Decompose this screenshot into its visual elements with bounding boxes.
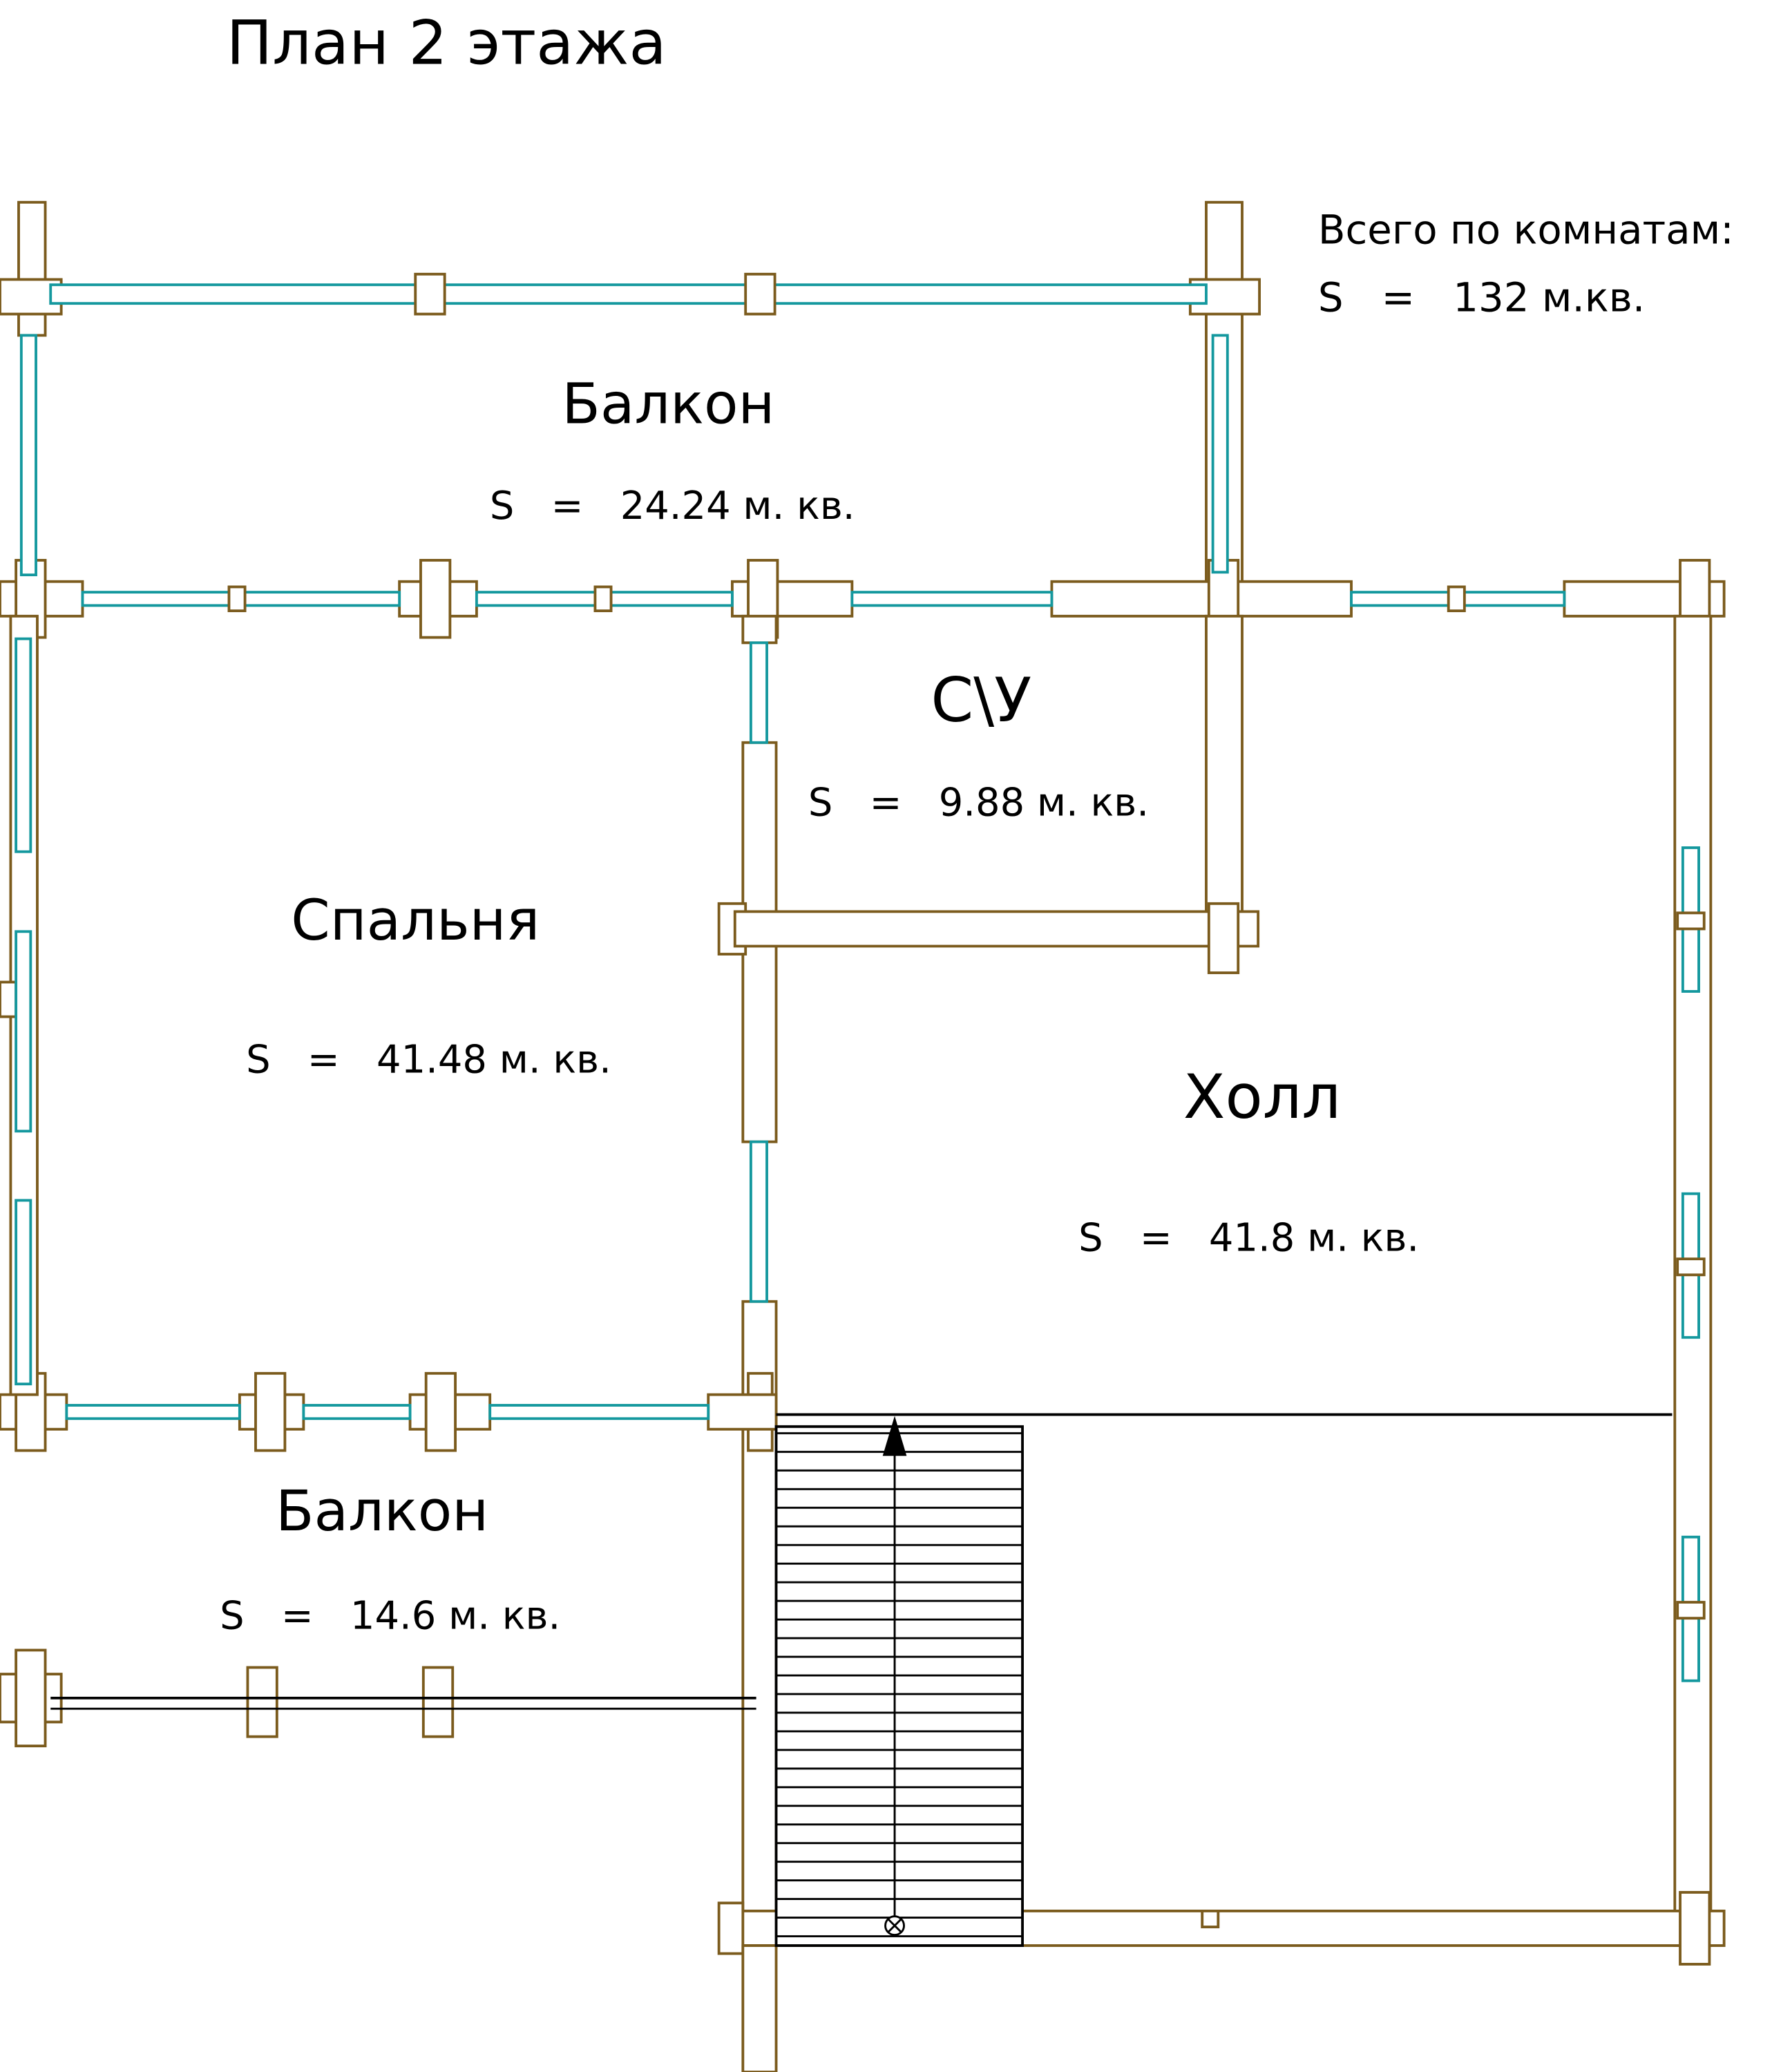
room-label-balcony-bottom: Балкон <box>276 1479 488 1544</box>
room-area-balcony-top: S = 24.24 м. кв. <box>490 484 855 529</box>
log-end <box>1207 902 1240 974</box>
wall-segment <box>1050 580 1353 618</box>
log-end <box>0 980 18 1018</box>
room-area-hall: S = 41.8 м. кв. <box>1078 1216 1419 1261</box>
log-end <box>421 1666 455 1738</box>
window-mullion <box>1676 1601 1706 1620</box>
log-end <box>15 1648 47 1748</box>
staircase-treads <box>774 1425 1024 1947</box>
window <box>1211 334 1229 574</box>
window <box>488 1404 710 1420</box>
room-label-bathroom: С\У <box>931 665 1031 736</box>
page-title: План 2 этажа <box>227 7 667 78</box>
window <box>850 591 1054 607</box>
log-end <box>254 1371 287 1452</box>
stair-start-symbol <box>887 1918 902 1933</box>
window <box>49 283 1208 305</box>
window-mullion <box>414 272 446 316</box>
window <box>302 1404 412 1420</box>
summary-total-area: S = 132 м.кв. <box>1318 274 1645 321</box>
window <box>19 334 37 577</box>
window-mullion <box>744 272 777 316</box>
log-end <box>419 558 452 639</box>
window <box>15 637 32 853</box>
window <box>15 1199 32 1386</box>
stairs-layer <box>50 1413 1673 1947</box>
window-mullion <box>227 585 247 613</box>
window-mullion <box>593 585 613 613</box>
wall-segment <box>741 1944 778 2072</box>
log-end <box>1679 1891 1711 1966</box>
room-area-bedroom: S = 41.48 м. кв. <box>246 1037 611 1082</box>
window-mullion <box>1447 585 1466 613</box>
window <box>749 641 768 744</box>
window <box>15 930 32 1133</box>
summary-caption: Всего по комнатам: <box>1318 206 1734 253</box>
stair-arrow-head <box>882 1416 907 1456</box>
wall-segment <box>1205 614 1244 913</box>
log-end <box>246 1666 278 1738</box>
wall-segment <box>707 1393 778 1431</box>
room-label-balcony-top: Балкон <box>562 372 774 437</box>
room-area-bathroom: S = 9.88 м. кв. <box>808 781 1149 826</box>
window <box>749 1140 768 1303</box>
log-end <box>424 1371 457 1452</box>
window <box>65 1404 241 1420</box>
windows-layer <box>15 272 1706 1682</box>
room-area-balcony-bottom: S = 14.6 м. кв. <box>220 1594 560 1639</box>
window-mullion <box>1676 1257 1706 1277</box>
room-label-bedroom: Спальня <box>291 888 540 953</box>
labels-layer: План 2 этажа Всего по комнатам: S = 132 … <box>220 7 1734 1638</box>
wall-segment <box>733 910 1260 948</box>
log-end <box>1201 1910 1220 1928</box>
log-end <box>717 1901 745 1955</box>
room-label-hall: Холл <box>1183 1061 1341 1132</box>
window-mullion <box>1676 911 1706 931</box>
wall-segment <box>741 614 778 645</box>
walls-layer <box>0 200 1726 2072</box>
